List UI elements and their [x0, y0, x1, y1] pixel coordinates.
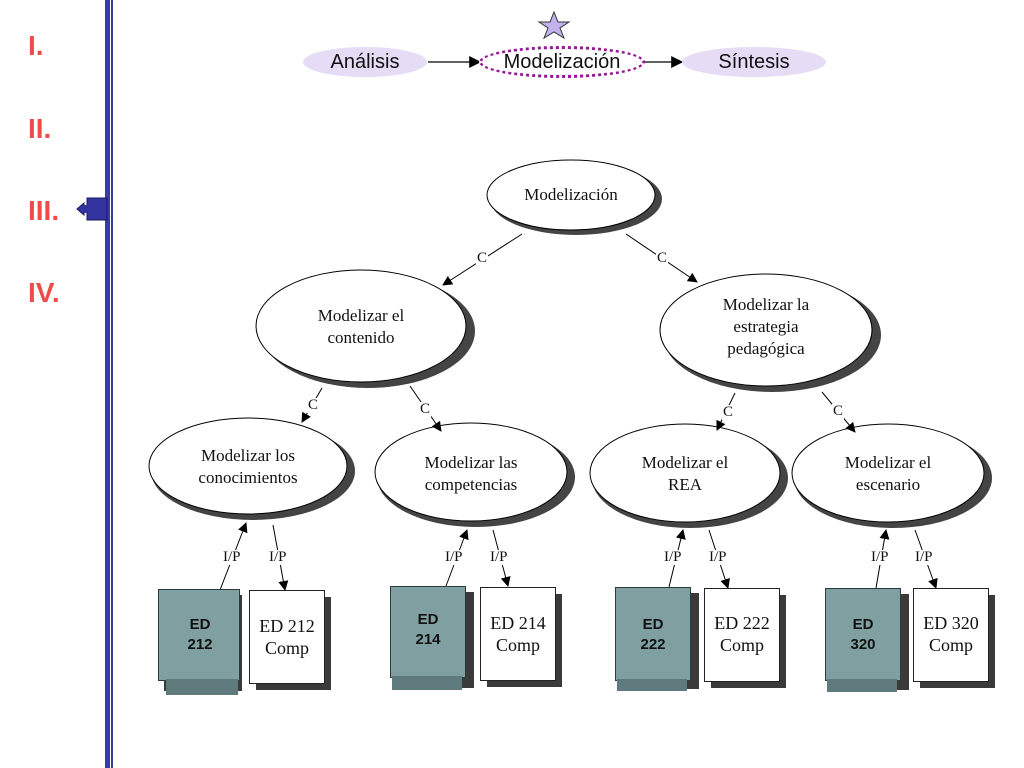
edge-label-c: C	[419, 401, 432, 417]
edge-label-ip: I/P	[444, 549, 464, 565]
arrow-left-pointer-icon	[76, 197, 108, 221]
node-root[interactable]	[486, 159, 656, 231]
node-competencias[interactable]	[374, 422, 568, 522]
label-line: ED	[852, 616, 874, 633]
label-line: ED 214	[490, 613, 546, 633]
label-line: ED	[642, 616, 664, 633]
label-line: ED 222	[714, 613, 770, 633]
label-line: 222	[640, 636, 666, 653]
book-base	[392, 676, 462, 690]
edge-label-ip: I/P	[222, 549, 242, 565]
edge-label-ip: I/P	[489, 549, 509, 565]
label-line: ED 212	[259, 616, 315, 636]
book-cover	[390, 586, 466, 678]
doc-ed320-comp[interactable]: ED 320 Comp	[913, 588, 995, 688]
doc-ed212-comp[interactable]: ED 212 Comp	[249, 590, 331, 690]
label-line: ED	[417, 611, 439, 628]
node-competencias-label: Modelizar las competencias	[375, 452, 567, 496]
label-line: competencias	[424, 475, 518, 494]
doc-label: ED 320 Comp	[913, 612, 989, 656]
doc-page	[913, 588, 989, 682]
edge-label-c: C	[656, 250, 669, 266]
node-conocimientos[interactable]	[148, 417, 348, 515]
label-line: Comp	[264, 638, 309, 658]
book-label: ED 320	[825, 615, 901, 655]
sidebar-divider	[105, 0, 110, 768]
doc-page	[249, 590, 325, 684]
book-ed222[interactable]: ED 222	[615, 587, 699, 695]
doc-page	[480, 587, 556, 681]
process-step-sintesis[interactable]: Síntesis	[682, 47, 826, 77]
edge-label-c: C	[476, 250, 489, 266]
edge-label-c: C	[722, 404, 735, 420]
nav-item-3[interactable]: III.	[28, 195, 60, 226]
edge-label-c: C	[307, 397, 320, 413]
label-line: Modelizar el	[844, 453, 932, 472]
doc-ed222-comp[interactable]: ED 222 Comp	[704, 588, 786, 688]
label-line: ED	[189, 616, 211, 633]
edge-label-ip: I/P	[663, 549, 683, 565]
doc-label: ED 212 Comp	[249, 615, 325, 659]
book-label: ED 212	[158, 615, 242, 655]
label-line: contenido	[327, 328, 395, 347]
label-line: pedagógica	[727, 339, 805, 358]
nav-item-1[interactable]: I.	[28, 30, 44, 61]
label-line: 212	[187, 636, 213, 653]
node-estrategia[interactable]	[659, 273, 873, 387]
node-rea[interactable]	[589, 423, 781, 523]
node-escenario[interactable]	[791, 423, 985, 523]
doc-page	[704, 588, 780, 682]
label-line: 320	[850, 636, 876, 653]
book-base	[617, 679, 687, 691]
edge-label-ip: I/P	[914, 549, 934, 565]
star-icon	[537, 10, 571, 40]
doc-label: ED 214 Comp	[480, 612, 556, 656]
label-line: 214	[415, 631, 441, 648]
book-ed214[interactable]: ED 214	[390, 586, 474, 694]
node-conocimientos-label: Modelizar los conocimientos	[150, 445, 346, 489]
book-base	[166, 679, 238, 695]
label-line: estrategia	[733, 317, 799, 336]
nav-item-4[interactable]: IV.	[28, 277, 60, 308]
book-ed320[interactable]: ED 320	[825, 588, 909, 696]
label-line: Comp	[928, 635, 973, 655]
label-line: Modelizar el	[641, 453, 729, 472]
node-rea-label: Modelizar el REA	[590, 452, 780, 496]
label-line: Modelizar el	[317, 306, 405, 325]
book-label: ED 214	[390, 610, 466, 650]
book-cover	[825, 588, 901, 681]
sidebar-divider-thin	[111, 0, 113, 768]
nav-item-2[interactable]: II.	[28, 113, 52, 144]
node-contenido-label: Modelizar el contenido	[256, 305, 466, 349]
book-label: ED 222	[615, 615, 691, 655]
label-line: conocimientos	[198, 468, 298, 487]
edge-label-c: C	[832, 403, 845, 419]
label-line: Modelizar los	[201, 446, 295, 465]
book-cover	[158, 589, 240, 681]
node-root-label: Modelización	[524, 185, 618, 204]
doc-ed214-comp[interactable]: ED 214 Comp	[480, 587, 562, 687]
label-line: ED 320	[923, 613, 979, 633]
node-estrategia-label: Modelizar la estrategia pedagógica	[660, 294, 872, 360]
label-line: escenario	[855, 475, 921, 494]
process-step-modelizacion[interactable]: Modelización	[479, 46, 645, 78]
label-line: Comp	[495, 635, 540, 655]
doc-label: ED 222 Comp	[704, 612, 780, 656]
label-line: REA	[668, 475, 702, 494]
label-line: Modelizar las	[424, 453, 518, 472]
book-base	[827, 679, 897, 692]
label-line: Comp	[719, 635, 764, 655]
process-step-analisis[interactable]: Análisis	[303, 47, 427, 77]
label-line: Modelizar la	[722, 295, 810, 314]
node-contenido[interactable]	[255, 269, 467, 383]
node-escenario-label: Modelizar el escenario	[792, 452, 984, 496]
edge-label-ip: I/P	[870, 549, 890, 565]
edge-label-ip: I/P	[708, 549, 728, 565]
edge-label-ip: I/P	[268, 549, 288, 565]
book-ed212[interactable]: ED 212	[158, 589, 242, 697]
